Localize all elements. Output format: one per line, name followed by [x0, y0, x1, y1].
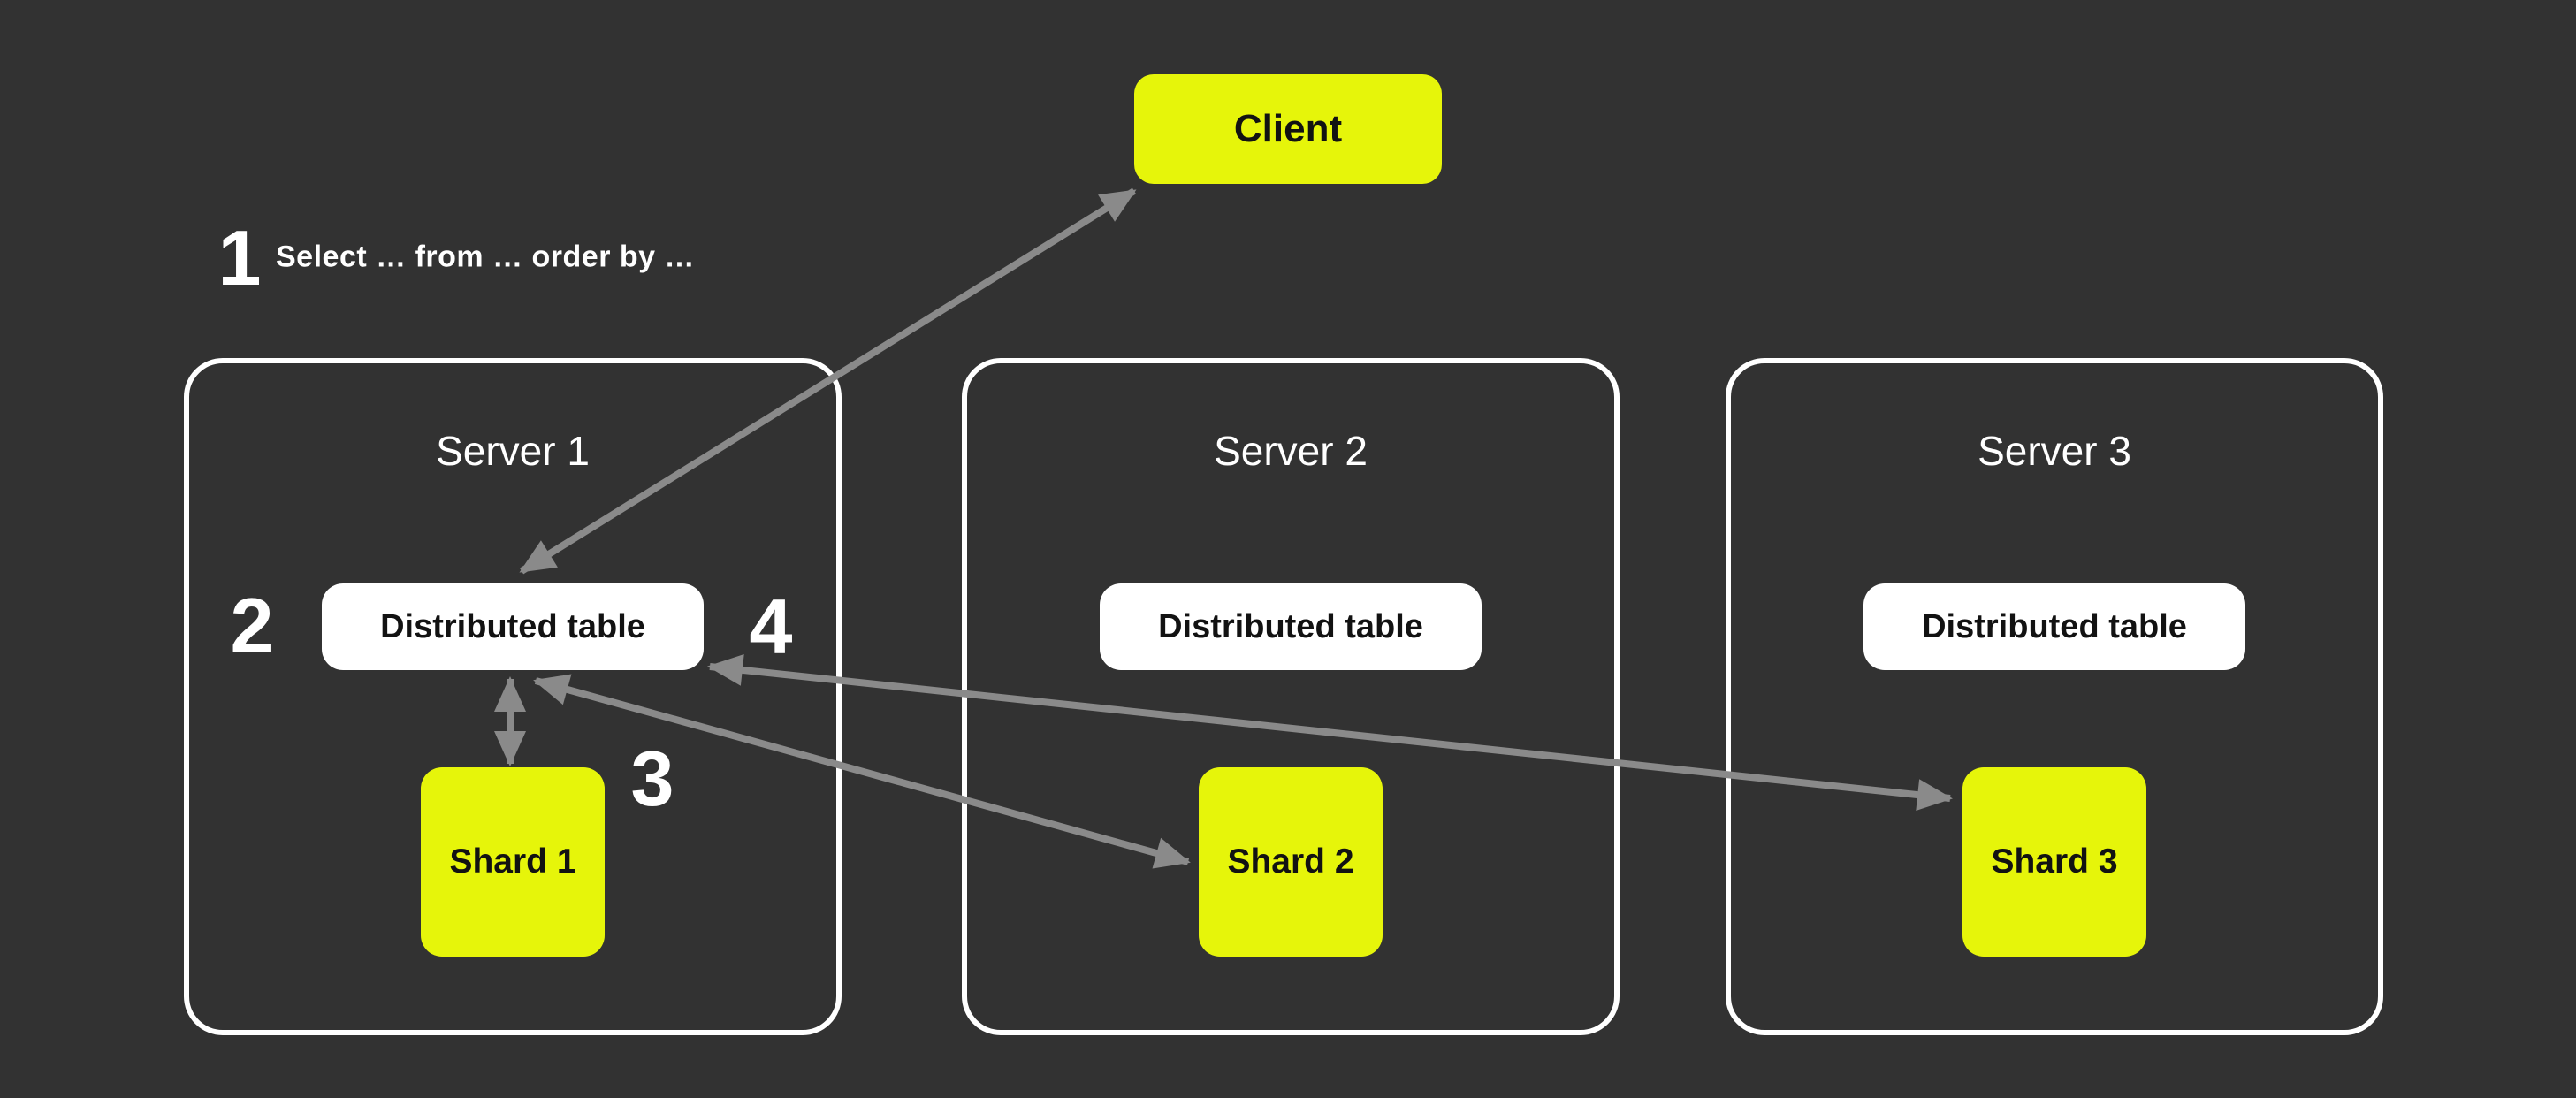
distributed-table-2: Distributed table: [1100, 583, 1482, 670]
server-1-box: Server 1 Distributed table Shard 1: [184, 358, 842, 1035]
shard-3-label: Shard 3: [1991, 843, 2118, 881]
step-1-number: 1: [217, 214, 262, 301]
step-3-number: 3: [630, 735, 674, 822]
shard-2: Shard 2: [1199, 767, 1383, 957]
shard-1: Shard 1: [421, 767, 605, 957]
server-3-box: Server 3 Distributed table Shard 3: [1726, 358, 2383, 1035]
shard-1-label: Shard 1: [449, 843, 576, 881]
step-1-query-text: Select … from … order by …: [276, 240, 695, 274]
distributed-table-3-label: Distributed table: [1922, 607, 2187, 645]
client-node: Client: [1134, 74, 1442, 184]
distributed-table-1-label: Distributed table: [380, 607, 645, 645]
step-4-number: 4: [749, 583, 793, 670]
server-3-title: Server 3: [1978, 428, 2131, 474]
client-label: Client: [1233, 107, 1343, 150]
shard-3: Shard 3: [1962, 767, 2146, 957]
step-2-number: 2: [230, 582, 274, 669]
server-2-box: Server 2 Distributed table Shard 2: [962, 358, 1620, 1035]
distributed-table-2-label: Distributed table: [1158, 607, 1423, 645]
server-1-title: Server 1: [436, 428, 590, 474]
distributed-table-3: Distributed table: [1863, 583, 2245, 670]
server-2-title: Server 2: [1214, 428, 1368, 474]
distributed-table-1: Distributed table: [322, 583, 704, 670]
shard-2-label: Shard 2: [1227, 843, 1354, 881]
